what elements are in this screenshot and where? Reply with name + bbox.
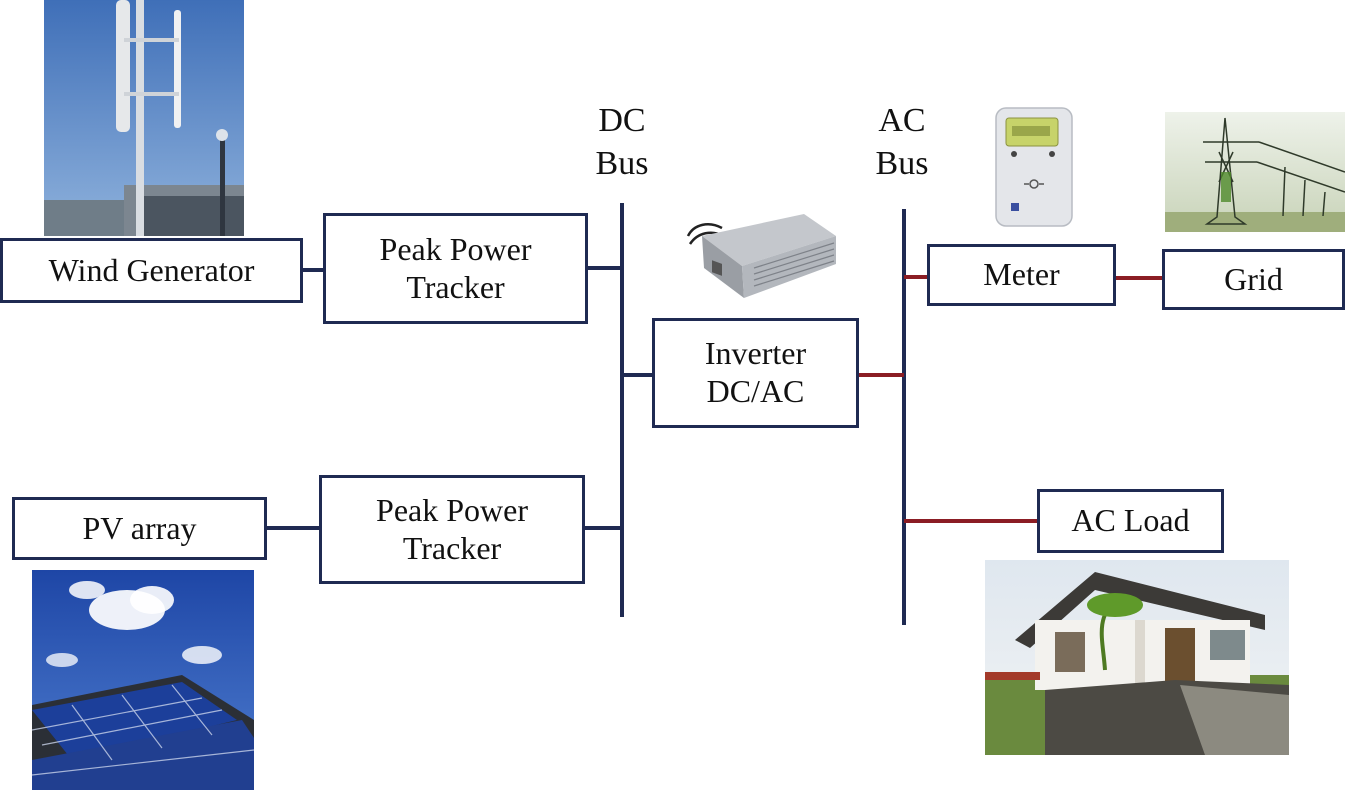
ac-load-label: AC Load [1071,502,1190,539]
pv-array-label: PV array [82,509,197,546]
inverter-box: Inverter DC/AC [652,318,859,428]
wind-generator-box: Wind Generator [0,238,303,303]
grid-box: Grid [1162,249,1345,310]
peak-power-tracker-bottom-label: Peak Power Tracker [376,491,528,566]
wind-turbine-photo [44,0,244,236]
pv-array-box: PV array [12,497,267,560]
inverter-label: Inverter DC/AC [704,335,807,409]
house-photo [985,560,1289,755]
peak-power-tracker-bottom-box: Peak Power Tracker [319,475,585,584]
wind-generator-label: Wind Generator [48,251,255,288]
dc-bus-label: DC Bus [595,102,649,182]
meter-box: Meter [927,244,1116,306]
inverter-device-photo [684,206,840,306]
grid-label: Grid [1224,260,1283,297]
meter-label: Meter [983,256,1060,293]
solar-panels-photo [32,570,254,790]
electricity-meter-photo [994,106,1074,228]
ac-load-box: AC Load [1037,489,1224,553]
peak-power-tracker-top-box: Peak Power Tracker [323,213,588,324]
transmission-tower-photo [1165,112,1345,232]
ac-bus-label: AC Bus [875,102,929,182]
peak-power-tracker-top-label: Peak Power Tracker [379,230,532,305]
